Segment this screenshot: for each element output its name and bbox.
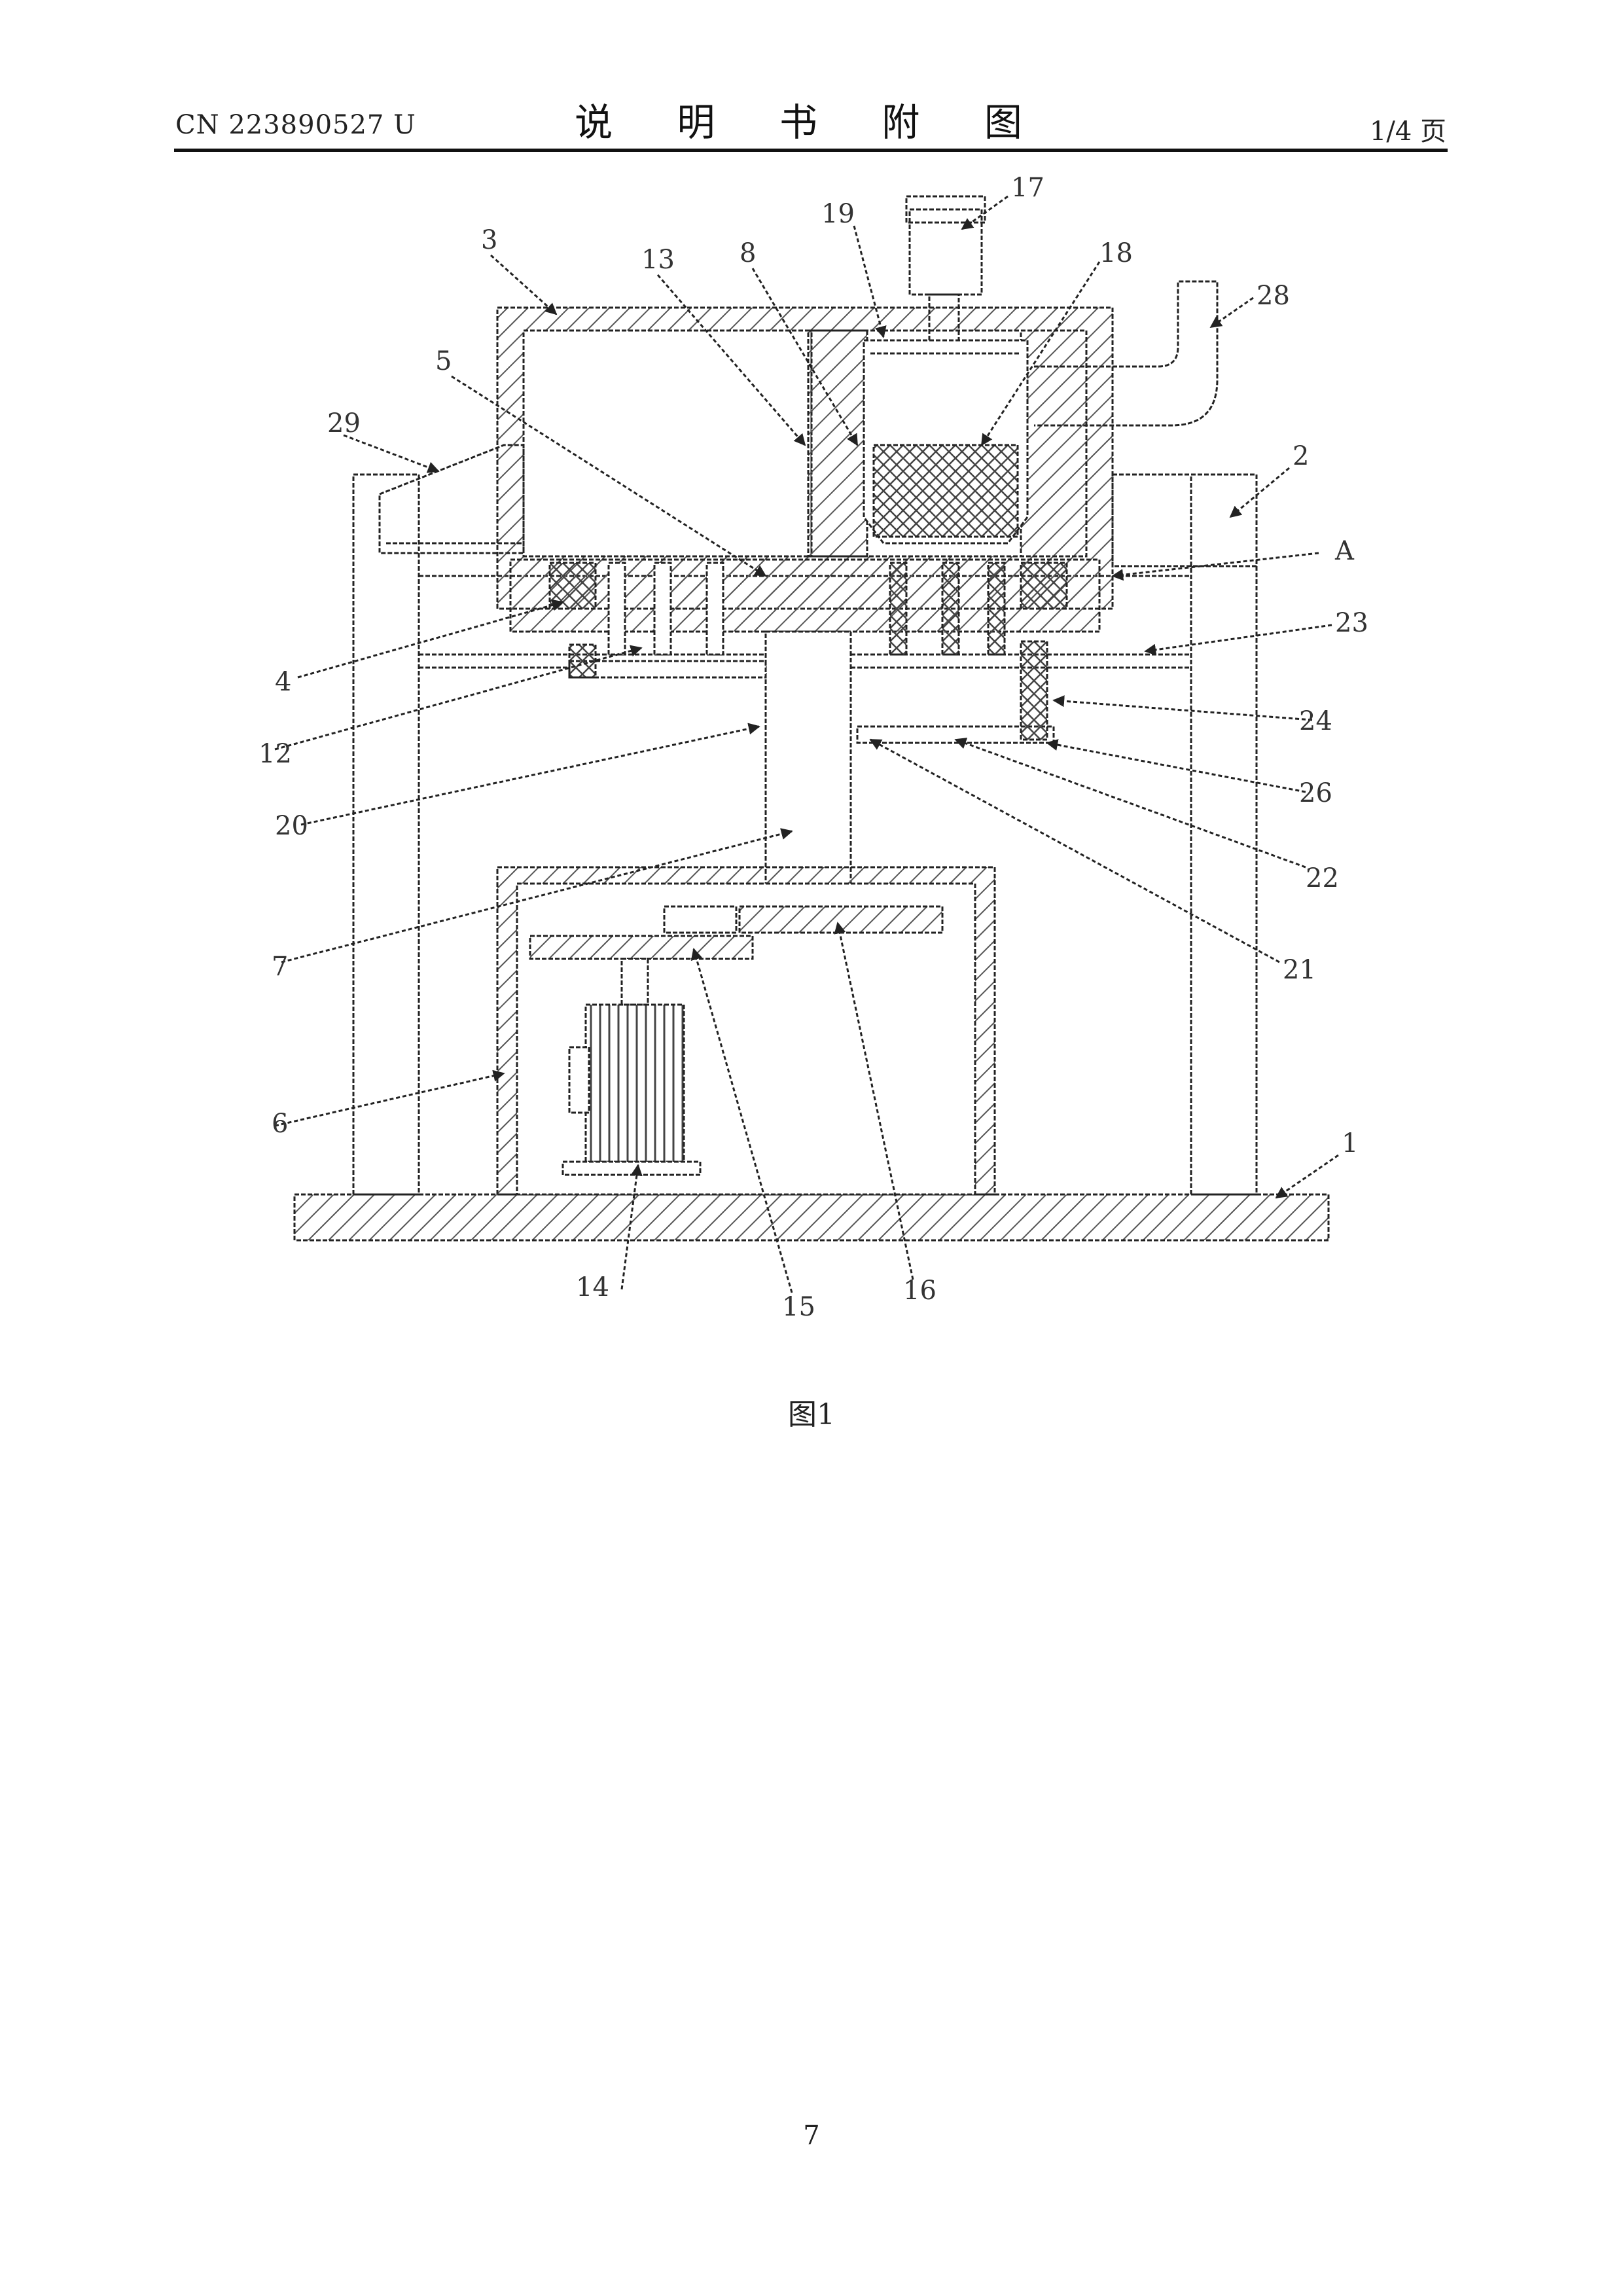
leader-1 (1276, 1155, 1338, 1198)
leader-20 (301, 726, 759, 825)
leader-3 (491, 255, 556, 314)
drive-gear (530, 936, 753, 959)
ref-14: 14 (576, 1272, 609, 1302)
ref-A: A (1334, 536, 1355, 566)
leader-6 (275, 1073, 504, 1126)
ref-12: 12 (259, 739, 292, 769)
leader-23 (1145, 625, 1332, 651)
ref-15: 15 (782, 1292, 815, 1322)
leader-12 (275, 648, 641, 749)
ref-26: 26 (1299, 778, 1332, 808)
figure-caption: 图1 (0, 1391, 1623, 1433)
ref-1: 1 (1342, 1128, 1358, 1158)
driven-gear (740, 906, 942, 933)
leader-17 (962, 196, 1008, 229)
ref-8: 8 (740, 238, 756, 268)
leader-A (1113, 553, 1319, 576)
ref-21: 21 (1283, 955, 1316, 985)
ref-29: 29 (327, 408, 361, 439)
ref-2: 2 (1293, 441, 1309, 471)
ref-22: 22 (1306, 863, 1339, 893)
drive-motor (586, 1005, 684, 1162)
ref-16: 16 (903, 1276, 936, 1306)
ref-4: 4 (275, 667, 291, 697)
ref-5: 5 (435, 346, 452, 376)
ref-28: 28 (1257, 281, 1290, 311)
leader-24 (1054, 700, 1312, 720)
ref-13: 13 (641, 245, 675, 275)
main-shaft (766, 632, 851, 900)
ref-6: 6 (272, 1109, 288, 1139)
ref-18: 18 (1099, 238, 1133, 268)
ref-7: 7 (272, 952, 288, 982)
ref-3: 3 (481, 225, 497, 255)
frame-left-post (353, 475, 419, 1194)
leader-29 (344, 435, 438, 471)
leader-26 (1047, 743, 1306, 792)
page-number: 7 (0, 2121, 1623, 2151)
frame-right-post (1191, 475, 1257, 1194)
base-plate (294, 1194, 1329, 1240)
ref-24: 24 (1299, 706, 1332, 736)
ref-20: 20 (275, 811, 308, 841)
rotating-disc (510, 560, 1099, 632)
ref-23: 23 (1335, 608, 1368, 638)
ref-19: 19 (821, 199, 855, 229)
ref-17: 17 (1011, 173, 1044, 203)
